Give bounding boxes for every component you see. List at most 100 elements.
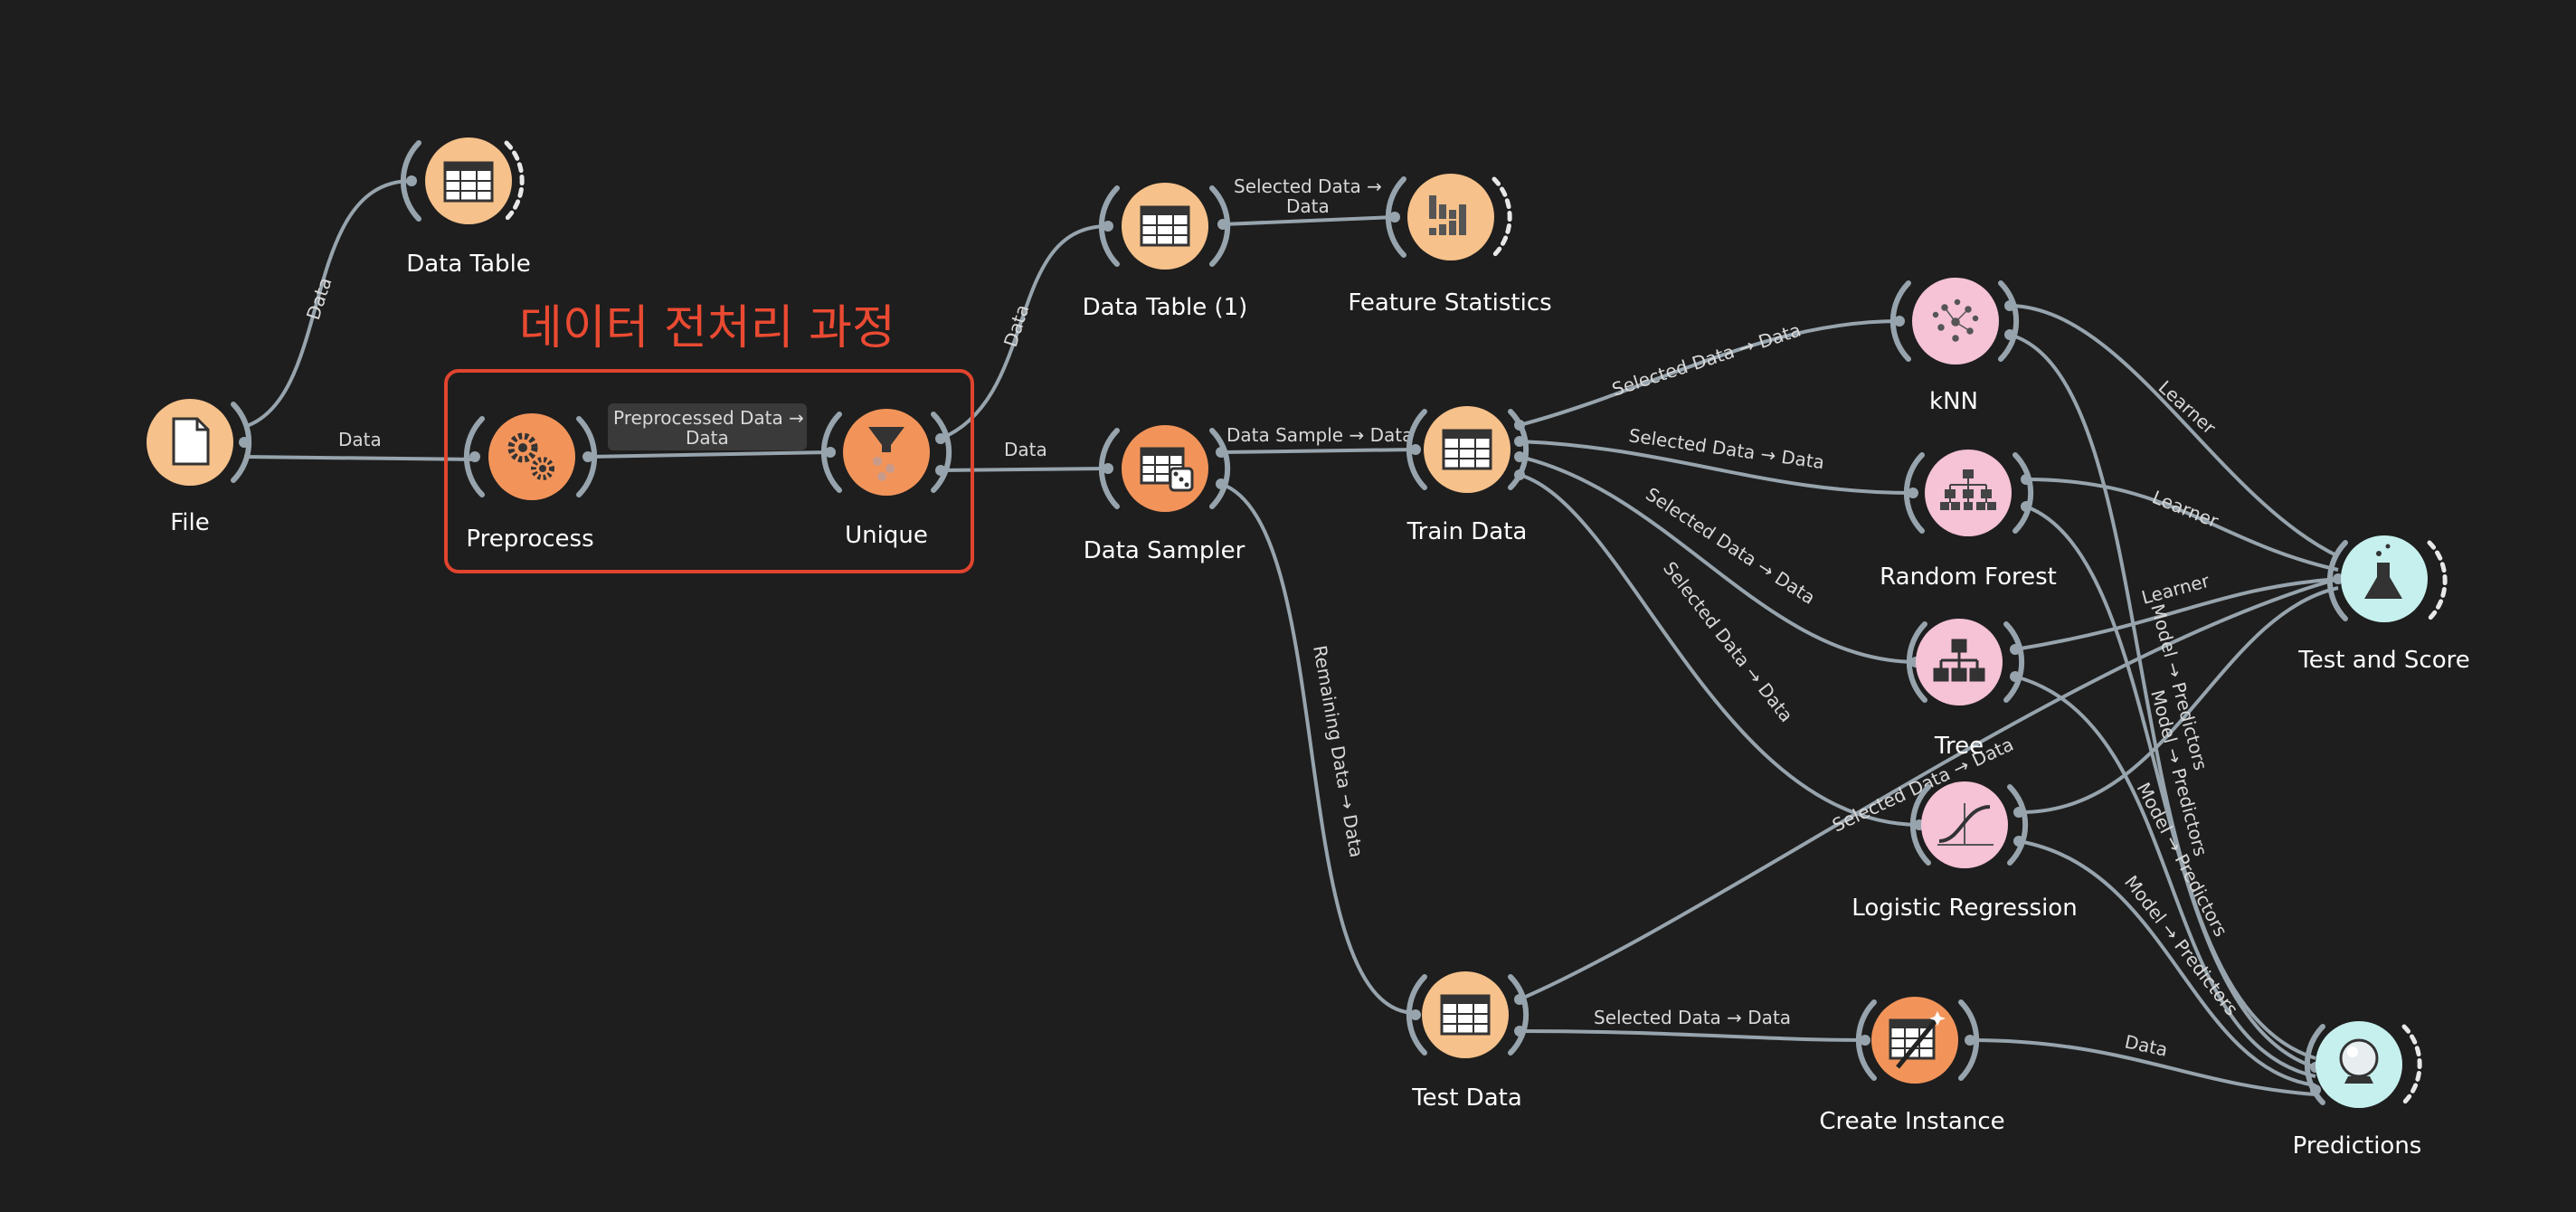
- link-label: Data Sample → Data: [1226, 424, 1413, 446]
- input-anchor[interactable]: [2310, 1084, 2321, 1095]
- link-test-testscore[interactable]: [1519, 577, 2339, 1001]
- widget-label: Predictions: [2293, 1132, 2422, 1160]
- input-anchor[interactable]: [1389, 212, 1400, 223]
- widget-tree[interactable]: Tree: [1906, 619, 2025, 760]
- output-arc: [2003, 621, 2025, 703]
- widget-data-sampler[interactable]: Data Sampler: [1084, 425, 1245, 564]
- output-anchor[interactable]: [1514, 436, 1525, 447]
- input-anchor[interactable]: [1103, 463, 1113, 474]
- input-arc: [1889, 280, 1911, 362]
- widget-test-and-score[interactable]: Test and Score: [2297, 535, 2470, 674]
- link-create-predictions[interactable]: [1969, 1038, 2316, 1096]
- output-anchor[interactable]: [2013, 807, 2024, 818]
- output-anchor[interactable]: [1217, 219, 1228, 230]
- link-file-datatable[interactable]: [243, 179, 412, 429]
- output-anchor[interactable]: [2021, 474, 2031, 485]
- input-anchor[interactable]: [1860, 1035, 1870, 1046]
- widget-data-table-1[interactable]: Data Table (1): [1083, 183, 1248, 321]
- sigmoid-icon: [1937, 803, 1994, 846]
- widget-logistic-regression[interactable]: Logistic Regression: [1852, 781, 2078, 922]
- link-sampler-test[interactable]: [1220, 482, 1416, 1015]
- output-anchor[interactable]: [1965, 1035, 1975, 1046]
- output-anchor[interactable]: [1514, 451, 1525, 462]
- widget-preprocess[interactable]: Preprocess: [463, 413, 598, 553]
- link-lr-testscore[interactable]: [2018, 586, 2339, 815]
- output-anchor[interactable]: [1216, 478, 1226, 489]
- widget-predictions[interactable]: Predictions: [2293, 1021, 2422, 1160]
- input-arc: [1098, 428, 1120, 509]
- links: [243, 179, 2339, 1096]
- widget-test-data[interactable]: Test Data: [1406, 971, 1530, 1112]
- input-anchor[interactable]: [1894, 316, 1905, 327]
- output-anchor[interactable]: [1216, 447, 1226, 458]
- widget-label: Logistic Regression: [1852, 895, 2077, 922]
- link-preprocess-unique[interactable]: [587, 450, 831, 459]
- output-anchor[interactable]: [2013, 836, 2024, 847]
- input-anchor[interactable]: [1410, 1009, 1421, 1020]
- gears-icon: [507, 432, 554, 480]
- link-unique-sampler[interactable]: [940, 467, 1109, 472]
- output-anchor[interactable]: [1514, 469, 1525, 480]
- link-knn-testscore[interactable]: [2009, 304, 2339, 558]
- link-label: Selected Data → Data: [1627, 424, 1825, 473]
- output-anchor[interactable]: [239, 437, 250, 448]
- input-arc: [1855, 999, 1877, 1081]
- output-arc-dashed: [504, 140, 525, 222]
- link-file-preprocess[interactable]: [243, 455, 476, 461]
- output-arc-dashed: [2427, 540, 2448, 621]
- annotation-frame[interactable]: [444, 369, 974, 573]
- widget-unique[interactable]: Unique: [820, 409, 952, 549]
- output-anchor[interactable]: [2010, 671, 2021, 682]
- link-rf-predictions[interactable]: [2025, 505, 2316, 1069]
- widget-train-data[interactable]: Train Data: [1406, 406, 1530, 545]
- input-arc: [1098, 185, 1120, 267]
- input-arc: [1909, 784, 1931, 866]
- output-anchor[interactable]: [2004, 300, 2015, 311]
- link-train-rf[interactable]: [1519, 440, 1914, 495]
- output-anchor[interactable]: [2004, 329, 2015, 340]
- input-anchor[interactable]: [1908, 488, 1918, 498]
- output-anchor[interactable]: [2021, 501, 2031, 512]
- output-anchor[interactable]: [2010, 644, 2021, 655]
- widget-random-forest[interactable]: Random Forest: [1880, 450, 2057, 591]
- link-label: Data: [999, 302, 1034, 350]
- input-anchor[interactable]: [2333, 573, 2344, 584]
- file-icon: [172, 417, 210, 466]
- annotation-title[interactable]: 데이터 전처리 과정: [519, 301, 895, 355]
- link-train-tree[interactable]: [1519, 455, 1917, 664]
- input-anchor[interactable]: [1103, 221, 1113, 232]
- input-anchor[interactable]: [406, 175, 417, 186]
- widget-label: Data Table (1): [1083, 294, 1248, 321]
- link-sampler-train[interactable]: [1220, 448, 1416, 454]
- widget-create-instance[interactable]: Create Instance: [1819, 997, 2005, 1135]
- link-rf-testscore[interactable]: [2025, 478, 2339, 572]
- link-train-lr[interactable]: [1519, 473, 1920, 827]
- widget-knn[interactable]: kNN: [1889, 278, 2020, 415]
- link-datatable1-featstats[interactable]: [1222, 215, 1396, 226]
- output-anchor[interactable]: [1514, 1026, 1525, 1037]
- link-lr-predictions[interactable]: [2018, 839, 2316, 1087]
- output-anchor[interactable]: [935, 433, 946, 444]
- link-knn-predictions[interactable]: [2009, 333, 2316, 1060]
- link-tree-predictions[interactable]: [2014, 675, 2316, 1078]
- link-train-knn[interactable]: [1519, 319, 1900, 427]
- output-anchor[interactable]: [582, 451, 593, 462]
- input-anchor[interactable]: [1410, 444, 1421, 455]
- input-arc: [2326, 540, 2348, 621]
- widget-file[interactable]: File: [147, 399, 252, 536]
- output-anchor[interactable]: [1514, 420, 1525, 431]
- link-test-create[interactable]: [1519, 1029, 1866, 1042]
- widget-label: Unique: [845, 522, 928, 549]
- dice-table-icon: [1140, 447, 1194, 492]
- wand-table-icon: [1889, 1011, 1946, 1069]
- input-anchor[interactable]: [825, 447, 836, 458]
- link-tree-testscore[interactable]: [2014, 577, 2339, 651]
- input-anchor[interactable]: [469, 451, 480, 462]
- widget-data-table[interactable]: Data Table: [400, 137, 531, 278]
- widget-feature-statistics[interactable]: Feature Statistics: [1348, 174, 1552, 317]
- output-anchor[interactable]: [935, 465, 946, 476]
- input-arc: [1385, 176, 1406, 258]
- output-anchor[interactable]: [1514, 994, 1525, 1005]
- annotation-group[interactable]: 데이터 전처리 과정: [444, 301, 974, 573]
